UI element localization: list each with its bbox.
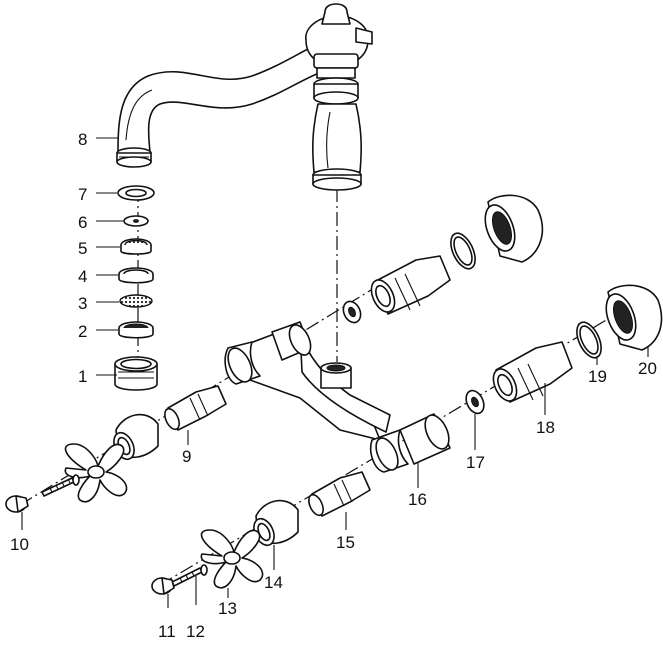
lower-valve-group [151, 471, 371, 595]
part-7-ring [117, 185, 155, 201]
aerator-stack [114, 185, 158, 391]
spout-part-8 [116, 41, 327, 168]
spout-body [312, 103, 362, 191]
callout-14: 14 [264, 573, 283, 592]
part-5-insert [120, 238, 152, 255]
callout-10: 10 [10, 535, 29, 554]
callout-12: 12 [186, 622, 205, 641]
part-4-ring [118, 267, 154, 284]
lower-connector [465, 284, 663, 415]
part-2-ring [118, 321, 154, 339]
callout-16: 16 [408, 490, 427, 509]
callout-9: 9 [182, 447, 191, 466]
callout-8: 8 [78, 130, 87, 149]
spout-head [305, 3, 373, 105]
callout-1: 1 [78, 367, 87, 386]
part-6-washer [123, 215, 149, 227]
callout-20: 20 [638, 359, 657, 378]
part-1-housing [114, 356, 158, 391]
callout-13: 13 [218, 599, 237, 618]
callout-labels: 1 2 3 4 5 6 7 8 9 10 11 12 13 14 15 16 1… [10, 130, 657, 641]
callout-15: 15 [336, 533, 355, 552]
upper-connector [342, 194, 544, 324]
callout-6: 6 [78, 213, 87, 232]
callout-19: 19 [588, 367, 607, 386]
lower-valve-axis [159, 299, 641, 586]
callout-2: 2 [78, 322, 87, 341]
callout-11: 11 [158, 622, 176, 641]
callout-3: 3 [78, 294, 87, 313]
callout-5: 5 [78, 239, 87, 258]
callout-18: 18 [536, 418, 555, 437]
callout-7: 7 [78, 185, 87, 204]
callout-4: 4 [78, 267, 87, 286]
upper-valve-group [5, 385, 227, 513]
callout-17: 17 [466, 453, 485, 472]
part-3-mesh [119, 294, 153, 308]
valve-body [224, 321, 451, 473]
leader-lines [21, 137, 649, 608]
